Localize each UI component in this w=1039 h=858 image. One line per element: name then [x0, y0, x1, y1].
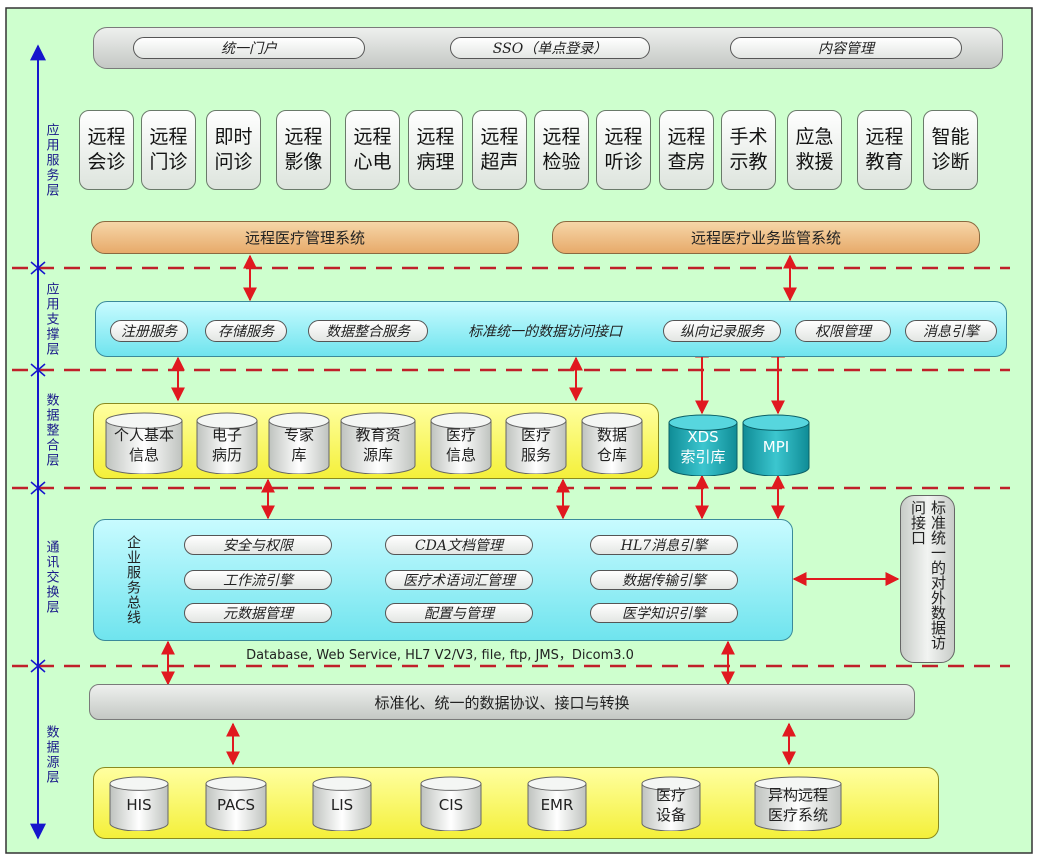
source-system-cylinder: EMR [527, 776, 587, 831]
service-card: 远程超声 [472, 110, 527, 190]
cylinder-label: 个人基本信息 [113, 426, 174, 465]
service-card: 远程会诊 [79, 110, 134, 190]
support-service-integration: 数据整合服务 [308, 320, 428, 342]
layer-label-data-integration: 数据整合层 [43, 393, 59, 468]
esb-module: HL7消息引擎 [590, 535, 738, 555]
cylinder-shape [205, 776, 267, 831]
data-store-cylinder: 医疗信息 [430, 412, 492, 474]
protocol-bar: 标准化、统一的数据协议、接口与转换 [89, 684, 915, 720]
mgmt-system-remote: 远程医疗管理系统 [91, 221, 519, 254]
cylinder-label: 医疗信息 [445, 426, 476, 465]
cylinder-shape [754, 776, 842, 831]
external-interface-label: 标准统一的对外数据访问接口 [909, 500, 947, 650]
mgmt-system-supervision: 远程医疗业务监管系统 [552, 221, 980, 254]
cylinder-shape [196, 412, 258, 474]
support-service-register: 注册服务 [110, 320, 188, 342]
cylinder-shape [430, 412, 492, 474]
portal-item-sso: SSO（单点登录） [450, 37, 650, 59]
cylinder-label: 异构远程医疗系统 [767, 786, 828, 825]
axis-tick-marks [30, 261, 46, 673]
esb-module: 数据传输引擎 [590, 570, 738, 590]
service-card: 即时问诊 [206, 110, 261, 190]
cylinder-shape [581, 412, 643, 474]
layer-label-comm-exchange: 通讯交换层 [43, 540, 59, 615]
connector-arrows [161, 254, 900, 766]
data-store-cylinder: 数据仓库 [581, 412, 643, 474]
service-card: 远程病理 [408, 110, 463, 190]
data-store-cylinder: 教育资源库 [340, 412, 416, 474]
esb-protocols: Database, Web Service, HL7 V2/V3, file, … [246, 647, 634, 663]
source-system-cylinder: PACS [205, 776, 267, 831]
cylinder-label: 医疗设备 [655, 786, 686, 825]
cylinder-shape [340, 412, 416, 474]
esb-module: 配置与管理 [385, 603, 533, 623]
esb-module: 元数据管理 [184, 603, 332, 623]
esb-title: 企业服务总线 [125, 535, 141, 625]
cylinder-label: EMR [540, 796, 574, 815]
esb-module: 安全与权限 [184, 535, 332, 555]
source-system-cylinder: 异构远程医疗系统 [754, 776, 842, 831]
portal-item-content: 内容管理 [730, 37, 962, 59]
cylinder-label: CIS [438, 796, 464, 815]
data-store-cylinder: 个人基本信息 [105, 412, 183, 474]
esb-module: 医学知识引擎 [590, 603, 738, 623]
source-system-cylinder: CIS [420, 776, 482, 831]
cylinder-shape [527, 776, 587, 831]
cylinder-label: LIS [330, 796, 354, 815]
support-center-label: 标准统一的数据访问接口 [468, 324, 622, 340]
support-service-record: 纵向记录服务 [663, 320, 781, 342]
source-system-cylinder: HIS [109, 776, 169, 831]
source-system-cylinder: LIS [312, 776, 372, 831]
cylinder-shape [420, 776, 482, 831]
cylinder-label: 数据仓库 [596, 426, 627, 465]
cylinder-shape [109, 776, 169, 831]
esb-module: CDA文档管理 [385, 535, 533, 555]
cylinder-shape [312, 776, 372, 831]
cylinder-label: 电子病历 [211, 426, 242, 465]
cylinder-label: HIS [126, 796, 152, 815]
source-system-cylinder: 医疗设备 [641, 776, 701, 831]
service-card: 应急救援 [787, 110, 842, 190]
layer-label-app-support: 应用支撑层 [43, 282, 59, 357]
support-service-storage: 存储服务 [205, 320, 287, 342]
service-card: 远程查房 [659, 110, 714, 190]
esb-module: 医疗术语词汇管理 [385, 570, 533, 590]
service-card: 远程听诊 [596, 110, 651, 190]
cylinder-label: 医疗服务 [520, 426, 551, 465]
portal-item-unified: 统一门户 [133, 37, 365, 59]
data-store-cylinder: 医疗服务 [505, 412, 567, 474]
service-card: 手术示教 [721, 110, 776, 190]
service-card: 远程影像 [276, 110, 331, 190]
cylinder-shape [505, 412, 567, 474]
service-card: 远程心电 [345, 110, 400, 190]
support-service-message: 消息引擎 [905, 320, 997, 342]
layer-label-app-service: 应用服务层 [43, 122, 59, 198]
cylinder-shape [742, 414, 810, 476]
data-store-cylinder: 电子病历 [196, 412, 258, 474]
cylinder-label: 教育资源库 [355, 426, 401, 465]
support-service-permission: 权限管理 [795, 320, 891, 342]
layer-label-data-source: 数据源层 [43, 725, 59, 785]
cylinder-shape [105, 412, 183, 474]
service-card: 远程教育 [857, 110, 912, 190]
cylinder-label: PACS [216, 796, 256, 815]
cylinder-label: MPI [762, 438, 790, 457]
service-card: 远程门诊 [141, 110, 196, 190]
cylinder-shape [668, 414, 738, 476]
esb-module: 工作流引擎 [184, 570, 332, 590]
service-card: 远程检验 [534, 110, 589, 190]
index-store-cylinder: MPI [742, 414, 810, 476]
cylinder-label: 专家库 [283, 426, 314, 465]
external-interface-box [900, 495, 955, 663]
cylinder-shape [641, 776, 701, 831]
data-store-cylinder: 专家库 [268, 412, 330, 474]
service-card: 智能诊断 [923, 110, 978, 190]
cylinder-shape [268, 412, 330, 474]
